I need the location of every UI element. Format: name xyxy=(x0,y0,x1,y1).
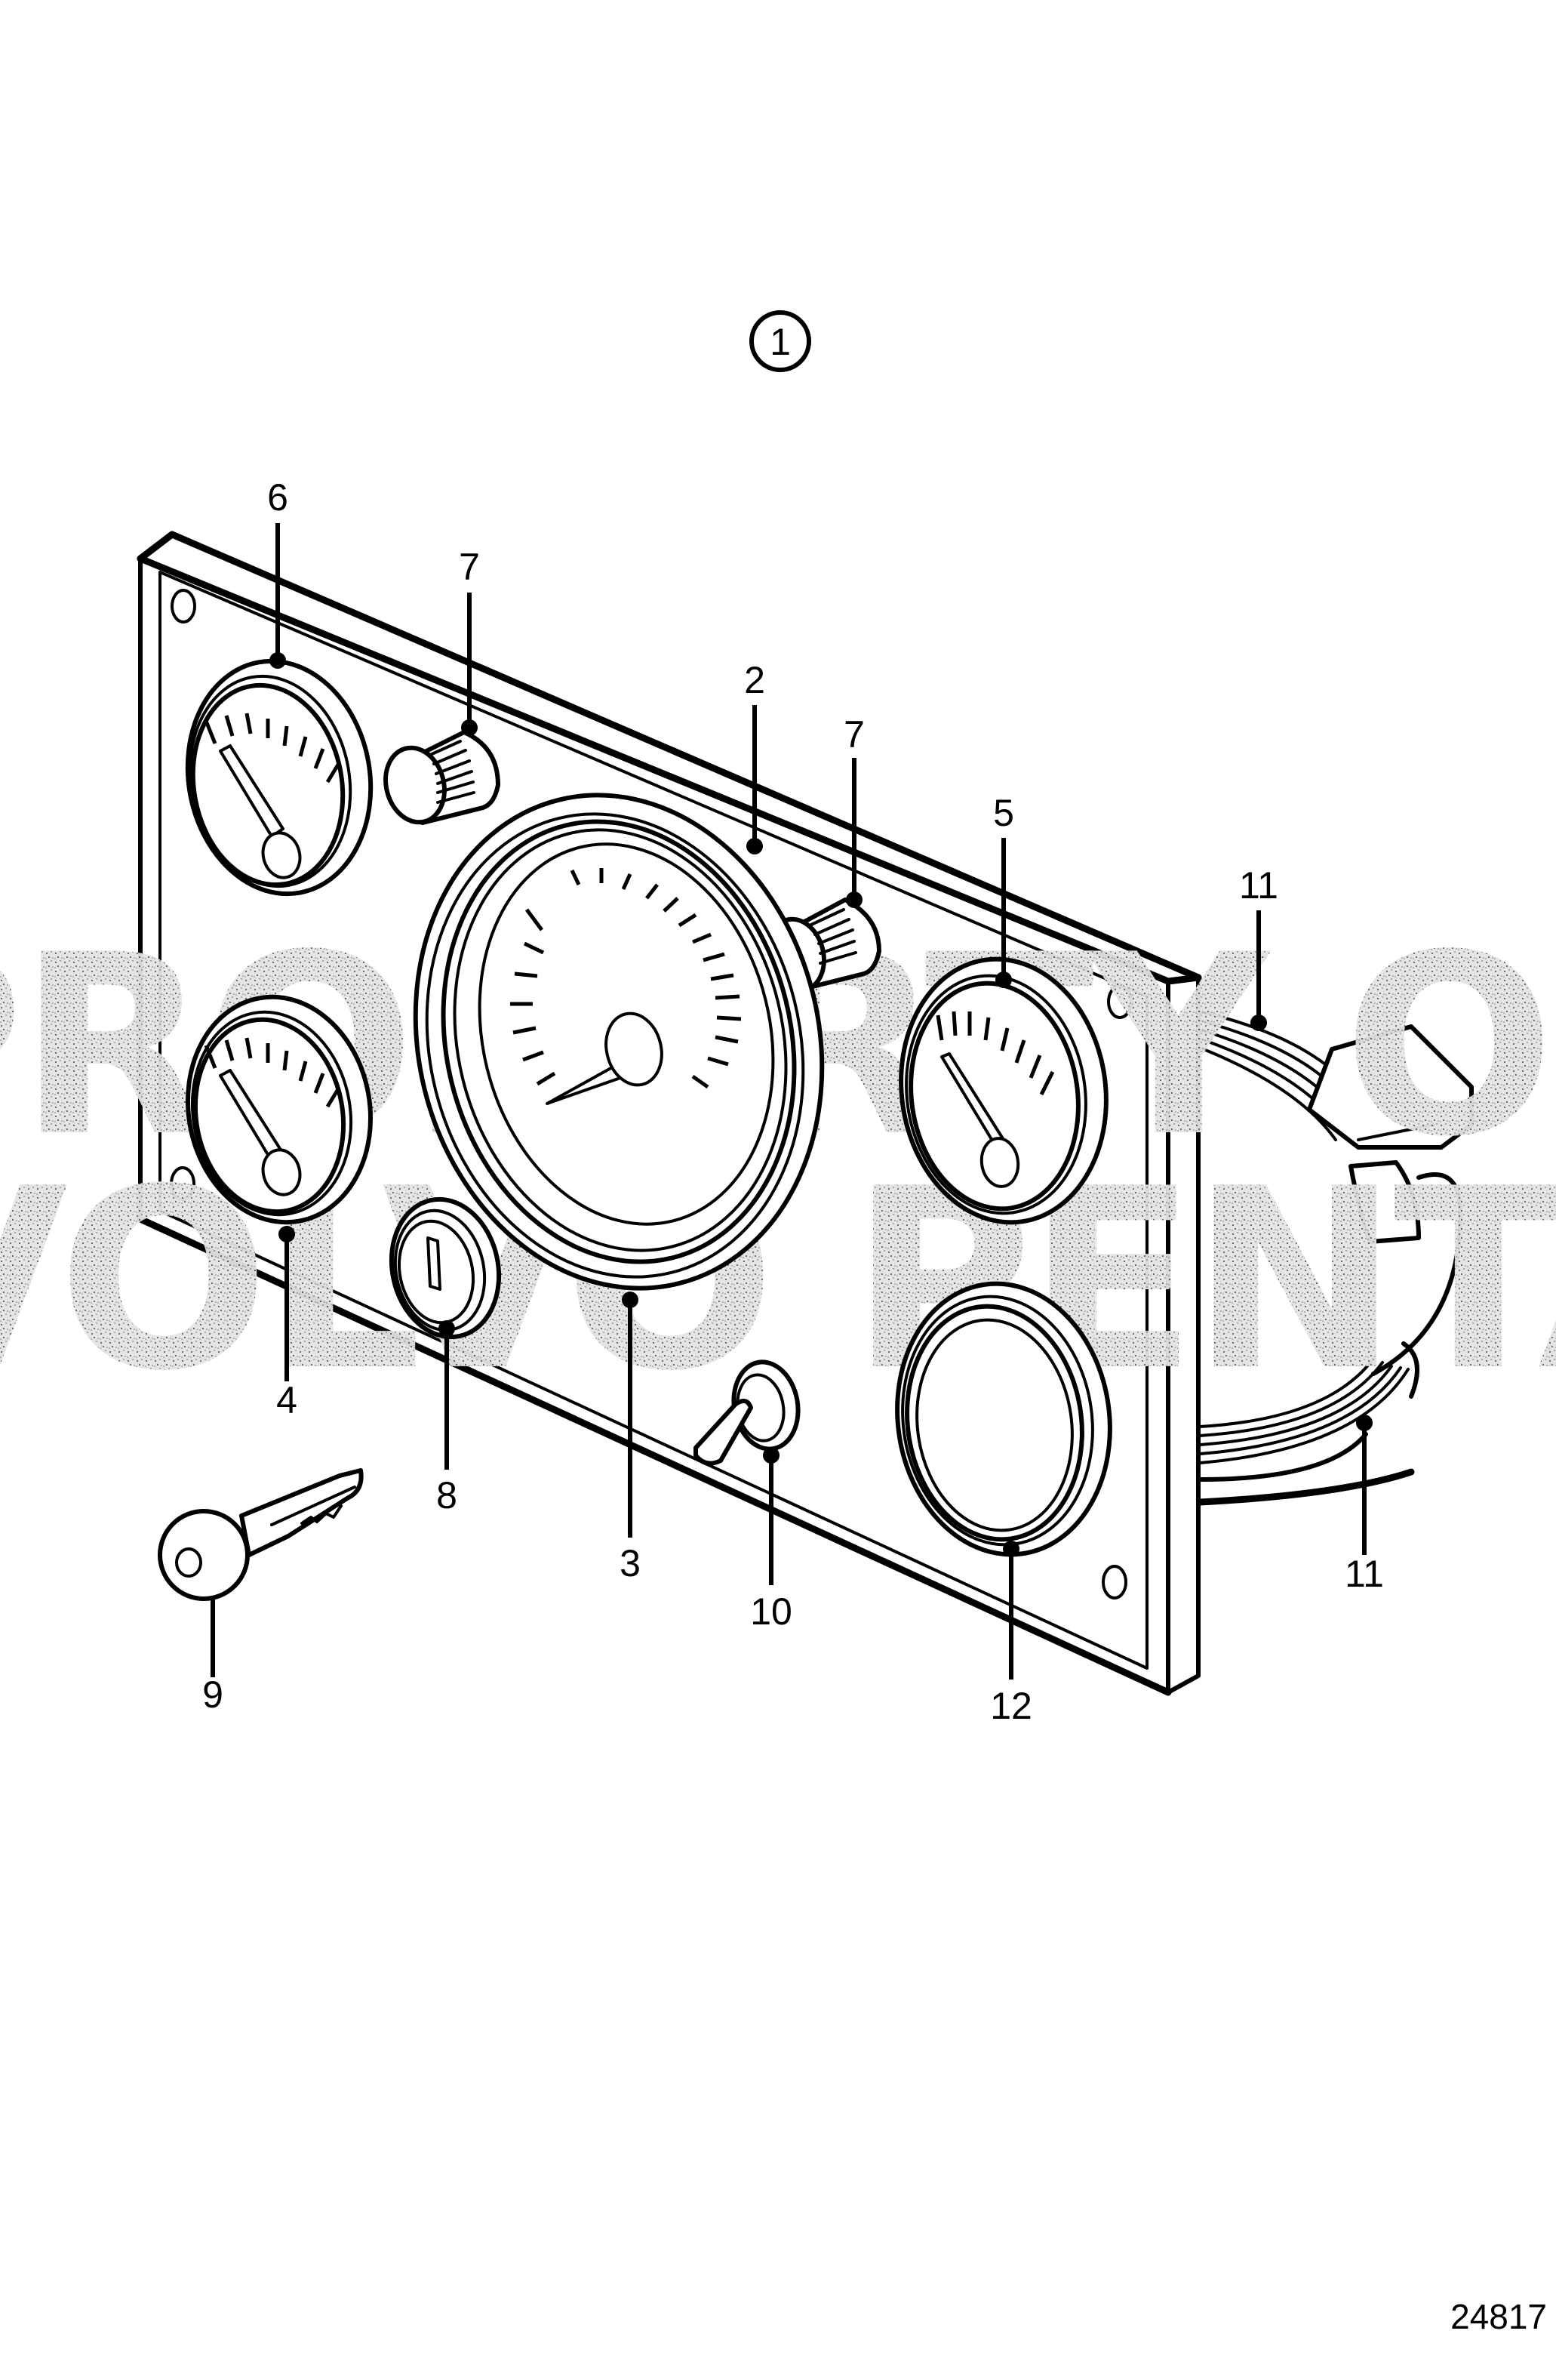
toggle-switch xyxy=(693,1359,801,1466)
mounting-hole-bottom-left xyxy=(170,1166,195,1201)
callout-5: 5 xyxy=(993,792,1014,988)
tachometer xyxy=(413,793,825,1291)
gauge-scale-ticks xyxy=(204,1037,340,1108)
group-number-label: 1 xyxy=(770,321,791,363)
mounting-hole-top-right xyxy=(1107,984,1133,1019)
svg-text:6: 6 xyxy=(267,476,288,519)
gauge-lower-left xyxy=(185,994,374,1225)
panel-bevel xyxy=(158,571,1149,1670)
toggle-lever xyxy=(693,1399,753,1466)
callout-9: 9 xyxy=(202,1599,223,1716)
key xyxy=(158,1468,364,1601)
svg-text:11: 11 xyxy=(1345,1553,1384,1595)
gauge-scale-ticks xyxy=(204,713,340,784)
harness-clamp xyxy=(1348,1160,1421,1244)
callout-7-right: 7 xyxy=(844,713,865,908)
callout-4: 4 xyxy=(276,1226,297,1421)
gauge-right xyxy=(899,956,1109,1225)
reference-number: 24817 xyxy=(1450,2297,1547,2336)
svg-text:12: 12 xyxy=(990,1685,1032,1727)
svg-text:7: 7 xyxy=(459,546,480,588)
gauge-needle xyxy=(219,744,284,838)
callout-12: 12 xyxy=(990,1541,1032,1727)
svg-text:5: 5 xyxy=(993,792,1014,834)
key-slot xyxy=(426,1236,441,1291)
wiring-harness xyxy=(1196,1010,1474,1506)
needle-hub xyxy=(261,831,302,879)
mounting-hole-top-left xyxy=(171,589,196,623)
svg-text:7: 7 xyxy=(844,713,865,756)
key-bow xyxy=(158,1509,250,1601)
callout-10: 10 xyxy=(750,1447,792,1633)
callout-2: 2 xyxy=(744,659,765,854)
svg-text:4: 4 xyxy=(276,1379,297,1421)
mounting-hole-bottom-right xyxy=(1102,1565,1127,1599)
gauge-scale-ticks xyxy=(936,1011,1055,1096)
svg-text:8: 8 xyxy=(436,1474,457,1516)
svg-text:2: 2 xyxy=(744,659,765,701)
gauge-upper-left xyxy=(185,658,374,897)
svg-text:3: 3 xyxy=(620,1542,641,1584)
callout-6: 6 xyxy=(267,476,288,669)
callout-11-top: 11 xyxy=(1239,864,1278,1031)
tachometer-scale-ticks xyxy=(510,868,742,1089)
callout-8: 8 xyxy=(436,1320,457,1516)
svg-text:9: 9 xyxy=(202,1673,223,1716)
needle-hub xyxy=(261,1148,302,1196)
blank-gauge xyxy=(895,1281,1112,1557)
needle-hub xyxy=(979,1137,1020,1188)
key-ring-hole xyxy=(175,1547,202,1578)
svg-text:10: 10 xyxy=(750,1590,792,1633)
group-number-marker: 1 xyxy=(749,310,811,372)
tachometer-hub xyxy=(604,1011,663,1087)
svg-text:11: 11 xyxy=(1239,864,1278,907)
group-number-circle xyxy=(749,310,811,372)
callout-3: 3 xyxy=(620,1292,641,1584)
callout-7-left: 7 xyxy=(459,546,480,736)
callout-11-bottom: 11 xyxy=(1345,1415,1384,1595)
harness-connector xyxy=(1307,1024,1474,1150)
knob-left xyxy=(383,730,500,825)
